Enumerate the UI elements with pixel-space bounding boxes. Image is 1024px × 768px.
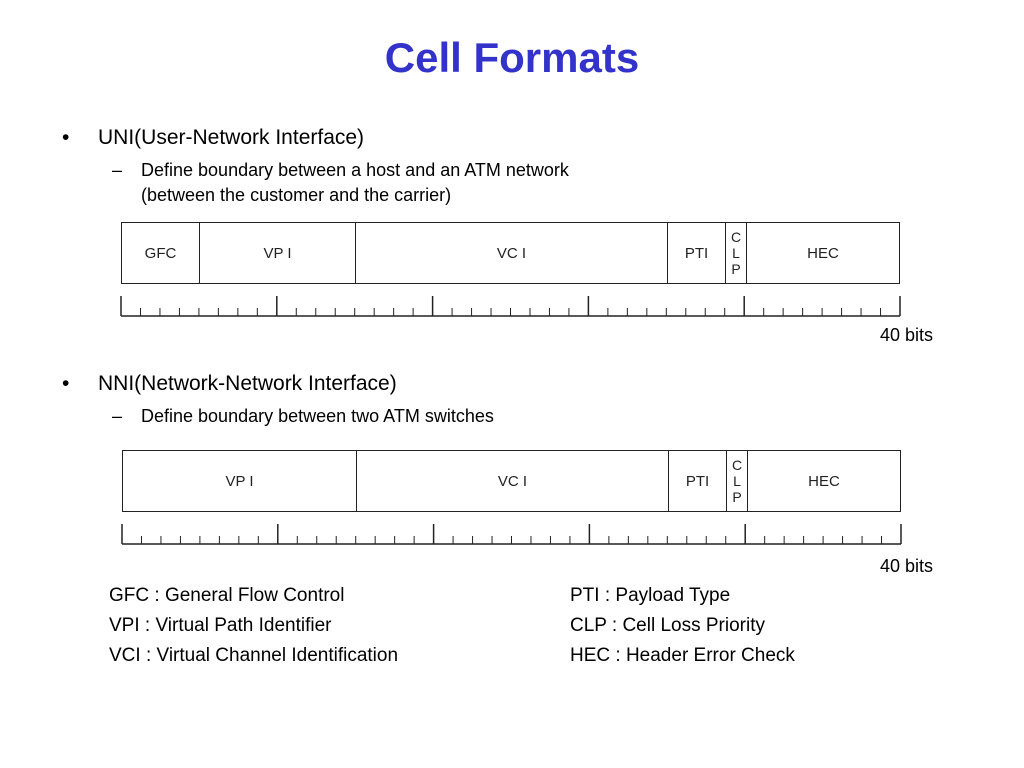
nni-field-vci: VC I [357, 451, 669, 511]
nni-field-pti: PTI [669, 451, 727, 511]
clp-letter: P [732, 489, 742, 505]
uni-field-pti: PTI [668, 223, 726, 283]
bullet-dot: • [62, 372, 70, 395]
clp-letter: L [733, 473, 741, 489]
nni-bits-label: 40 bits [879, 556, 933, 576]
page-title: Cell Formats [384, 34, 640, 81]
nni-field-clp: C L P [727, 451, 748, 511]
nni-description-line1: Define boundary between two ATM switches [141, 406, 494, 426]
sub-dash: – [112, 160, 123, 180]
clp-letter: C [731, 457, 743, 473]
legend-clp: CLP : Cell Loss Priority [570, 615, 765, 636]
sub-dash: – [112, 406, 123, 426]
legend-gfc: GFC : General Flow Control [109, 585, 345, 606]
uni-bits-label: 40 bits [879, 325, 933, 345]
uni-field-gfc: GFC [122, 223, 200, 283]
clp-letter: C [730, 229, 742, 245]
uni-description-line1: Define boundary between a host and an AT… [141, 160, 569, 180]
bullet-dot: • [62, 126, 70, 149]
legend-vpi: VPI : Virtual Path Identifier [109, 615, 332, 636]
uni-bit-ruler [120, 296, 901, 317]
uni-field-clp: C L P [726, 223, 747, 283]
legend-pti: PTI : Payload Type [570, 585, 731, 606]
nni-heading: NNI(Network-Network Interface) [98, 372, 397, 395]
nni-field-vpi: VP I [123, 451, 357, 511]
uni-heading: UNI(User-Network Interface) [98, 126, 365, 149]
nni-bit-ruler [121, 524, 902, 545]
legend-vci: VCI : Virtual Channel Identification [109, 645, 399, 666]
uni-field-hec: HEC [807, 244, 839, 262]
nni-field-hec: HEC [808, 472, 840, 490]
clp-letter: L [732, 245, 740, 261]
legend-hec: HEC : Header Error Check [570, 645, 795, 666]
clp-letter: P [731, 261, 741, 277]
uni-description-line2: (between the customer and the carrier) [141, 185, 452, 205]
nni-cell-header: VP I VC I PTI C L P HEC [122, 450, 901, 512]
uni-field-vpi: VP I [200, 223, 356, 283]
uni-field-vci: VC I [356, 223, 668, 283]
uni-cell-header: GFC VP I VC I PTI C L P HEC [121, 222, 900, 284]
